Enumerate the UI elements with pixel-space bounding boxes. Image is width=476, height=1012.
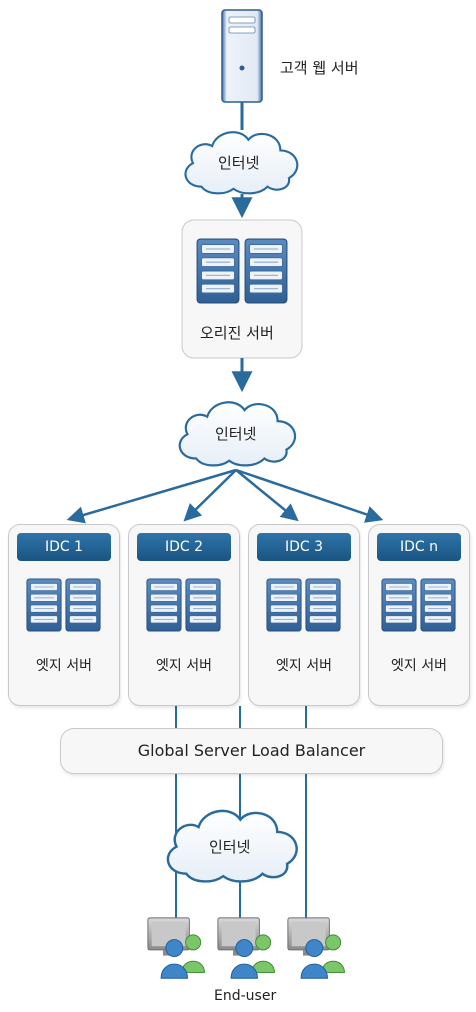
rack-server-icon <box>146 578 221 632</box>
idc-box: IDC 1 엣지 서버 <box>8 524 120 706</box>
idc-title: IDC n <box>377 533 461 561</box>
load-balancer-label: Global Server Load Balancer <box>137 741 366 760</box>
edge-server-label: 엣지 서버 <box>276 658 332 674</box>
internet-label-mid: 인터넷 <box>215 425 257 443</box>
idc-box: IDC n 엣지 서버 <box>368 524 470 706</box>
edge-server-label: 엣지 서버 <box>391 658 447 674</box>
end-user-label: End-user <box>214 988 277 1004</box>
edge-server-label: 엣지 서버 <box>36 658 92 674</box>
user-computer-icon <box>147 917 345 979</box>
idc-title: IDC 1 <box>17 533 111 561</box>
customer-web-server <box>221 9 263 103</box>
internet-label-top: 인터넷 <box>218 154 260 172</box>
customer-server-label: 고객 웹 서버 <box>280 59 359 77</box>
load-balancer-box: Global Server Load Balancer <box>60 728 443 774</box>
idc-title: IDC 3 <box>257 533 351 561</box>
rack-server-icon <box>26 578 101 632</box>
tower-server-icon <box>221 9 263 103</box>
rack-server-icon <box>266 578 341 632</box>
idc-box: IDC 2 엣지 서버 <box>128 524 240 706</box>
internet-label-bottom: 인터넷 <box>209 838 251 856</box>
rack-server-icon <box>381 578 456 632</box>
edge-server-label: 엣지 서버 <box>156 658 212 674</box>
idc-box: IDC 3 엣지 서버 <box>248 524 360 706</box>
origin-server-label: 오리진 서버 <box>200 324 274 342</box>
idc-title: IDC 2 <box>137 533 231 561</box>
fanout-arrows <box>66 468 384 524</box>
